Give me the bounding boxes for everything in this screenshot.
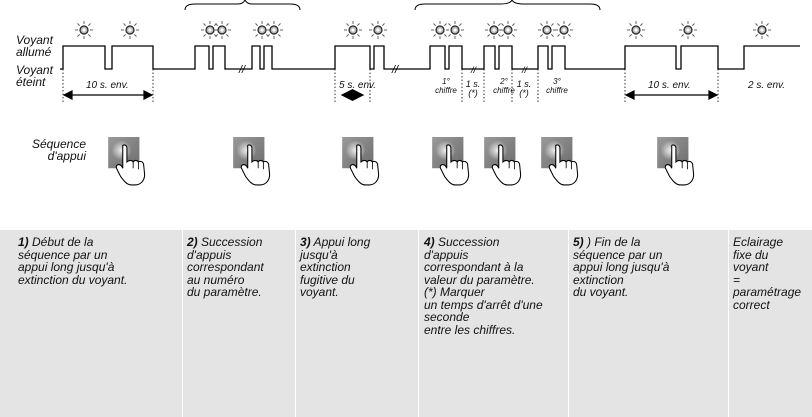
label-sequence-appui: Séquence d'appui [31, 137, 86, 163]
brace-group-2 [184, 0, 301, 11]
label-voyant-eteint: Voyant éteint [16, 63, 53, 89]
label-voyant-allume: Voyant allumé [16, 33, 53, 59]
step-5-description: 5) ) Fin de la séquence par un appui lon… [573, 235, 670, 299]
step-2-description: 2) Succession d'appuis correspondant au … [187, 235, 264, 299]
step-1-description: 1) Début de la séquence par un appui lon… [18, 235, 128, 287]
led-lit-icon [74, 20, 772, 40]
finger-press-icon [233, 137, 271, 186]
break-mark-2: // [391, 64, 399, 76]
time-label-2s: 2 s. env. [748, 80, 786, 91]
waveform-area: // // // // [60, 0, 800, 102]
break-mark-1: // [238, 64, 246, 76]
led-waveform [60, 45, 800, 70]
column-divider [568, 230, 569, 417]
digit-label-3: 3° chiffre [546, 77, 568, 95]
time-label-5s: 5 s. env. [339, 80, 377, 91]
column-divider [182, 230, 183, 417]
pause-label-1: 1 s. (*) [465, 79, 481, 98]
column-divider [295, 230, 296, 417]
description-panel [0, 230, 812, 417]
digit-label-2: 2° chiffre [493, 77, 515, 95]
brace-group-4 [414, 0, 601, 11]
column-divider [728, 230, 729, 417]
finger-press-icon [541, 137, 579, 186]
finger-press-icon [657, 137, 695, 186]
guide-lines [62, 69, 719, 102]
finger-press-icon [342, 137, 380, 186]
step-4-description: 4) Succession d'appuis correspondant à l… [424, 235, 543, 337]
time-label-10s-end: 10 s. env. [648, 80, 691, 91]
finger-press-icon [108, 137, 146, 186]
time-label-10s-start: 10 s. env. [86, 80, 129, 91]
digit-label-1: 1° chiffre [435, 77, 457, 95]
pause-label-2: 1 s. (*) [516, 79, 532, 98]
break-mark-4: // [521, 65, 529, 75]
final-state-description: Eclairage fixe du voyant = paramétrage c… [733, 235, 802, 312]
break-mark-3: // [470, 65, 478, 75]
step-3-description: 3) Appui long jusqu'à extinction fugitiv… [300, 235, 371, 299]
duration-arrows [62, 89, 719, 101]
finger-press-icon [432, 137, 470, 186]
finger-press-icon [484, 137, 522, 186]
column-divider [418, 230, 419, 417]
